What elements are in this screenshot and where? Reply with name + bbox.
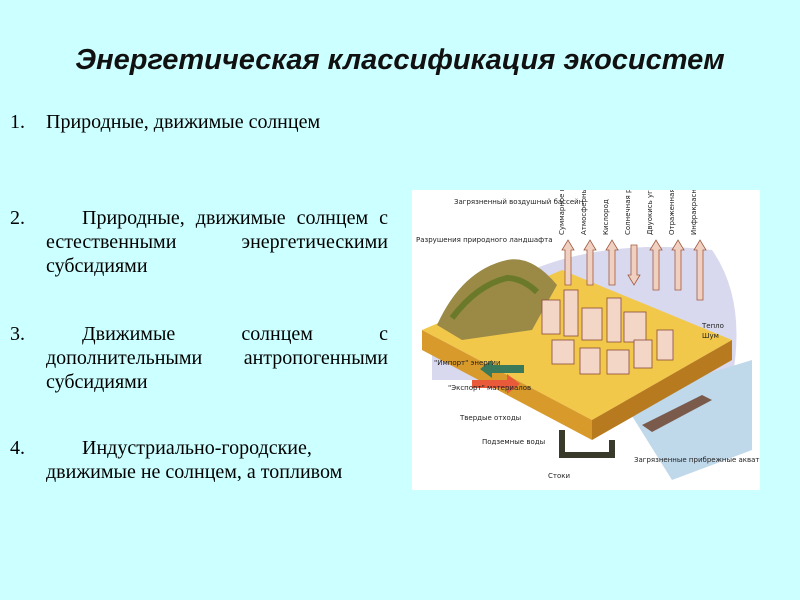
import-arrow [480, 360, 524, 378]
item-number: 1. [10, 111, 25, 133]
label-solid-waste: Твердые отходы [459, 414, 521, 422]
hill-vegetation [449, 274, 540, 320]
item-text: Движимые солнцем с дополнительными антро… [46, 323, 388, 393]
ground-side-right [592, 340, 732, 440]
label-runoff: Стоки [548, 472, 570, 480]
city-buildings [541, 289, 674, 375]
label-groundwater: Подземные воды [482, 438, 545, 446]
item-number: 4. [10, 437, 25, 459]
vertical-labels: Суммарное испарение Атмосферные осадки К… [558, 190, 698, 235]
label-polluted-air: Загрязненный воздушный бассейн [454, 198, 583, 206]
item-text: Природные, движимые солнцем [46, 111, 321, 133]
ecosystem-illustration: Загрязненный воздушный бассейн Разрушени… [412, 190, 760, 490]
list-item: 2. Природные, движимые солнцем с естеств… [10, 206, 388, 278]
item-text: Природные, движимые солнцем с естественн… [46, 207, 388, 277]
export-arrow [472, 374, 520, 394]
item-number: 2. [10, 207, 25, 229]
label-material-export: "Экспорт" материалов [448, 384, 531, 392]
city-ecosystem-diagram: Загрязненный воздушный бассейн Разрушени… [416, 190, 760, 480]
hill [437, 259, 557, 340]
label-landscape-destruction: Разрушения природного ландшафта [416, 236, 553, 244]
label-heat: Тепло [701, 322, 724, 330]
label-polluted-coast: Загрязненные прибрежные акватории [634, 456, 760, 464]
label-noise: Шум [702, 332, 719, 340]
list-item: 4. Индустриально-городские, движимые не … [10, 436, 388, 484]
label-precipitation: Атмосферные осадки [580, 190, 588, 235]
label-co2: Двуокись углерода [646, 190, 654, 235]
list-item: 1. Природные, движимые солнцем [10, 110, 388, 134]
label-infrared: Инфракрасная радиация [690, 190, 698, 235]
label-reflected: Отраженная радиация [668, 190, 676, 235]
item-number: 3. [10, 323, 25, 345]
slide-title: Энергетическая классификация экосистем [75, 44, 725, 76]
label-evaporation: Суммарное испарение [558, 190, 566, 235]
flow-arrows [561, 239, 707, 301]
ship [642, 395, 712, 432]
label-solar: Солнечная радиация [624, 190, 632, 235]
list-item: 3. Движимые солнцем с дополнительными ан… [10, 322, 388, 394]
label-energy-import: "Импорт" энергии [434, 359, 501, 367]
runoff-pipe [559, 430, 615, 458]
item-text: Индустриально-городские, движимые не сол… [46, 437, 343, 483]
label-oxygen: Кислород [602, 199, 610, 235]
